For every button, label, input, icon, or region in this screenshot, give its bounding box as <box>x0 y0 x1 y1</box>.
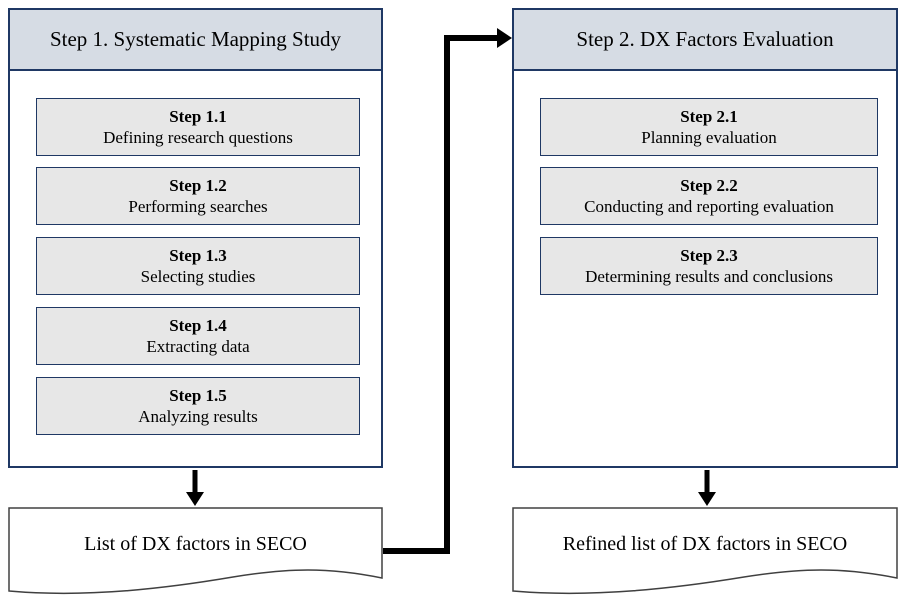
arrow-step2-to-output <box>698 470 716 506</box>
step-1-1-box: Step 1.1 Defining research questions <box>36 98 360 156</box>
output-document-dx-factors: List of DX factors in SECO <box>8 507 383 603</box>
output-document-dx-factors-label: List of DX factors in SECO <box>84 532 307 555</box>
step1-panel: Step 1. Systematic Mapping Study Step 1.… <box>8 8 383 468</box>
document-shape-icon <box>512 507 898 595</box>
step-1-1-desc: Defining research questions <box>103 128 293 147</box>
step-2-1-desc: Planning evaluation <box>641 128 777 147</box>
step-1-5-desc: Analyzing results <box>138 407 258 426</box>
step-2-3-desc: Determining results and conclusions <box>585 267 833 286</box>
step-1-4-title: Step 1.4 <box>169 316 227 335</box>
step-2-2-desc: Conducting and reporting evaluation <box>584 197 834 216</box>
output-document-refined-list: Refined list of DX factors in SECO <box>512 507 898 603</box>
output-document-refined-list-label: Refined list of DX factors in SECO <box>562 532 848 555</box>
step-1-3-box: Step 1.3 Selecting studies <box>36 237 360 295</box>
step1-panel-title: Step 1. Systematic Mapping Study <box>10 10 381 71</box>
step-2-2-title: Step 2.2 <box>680 176 738 195</box>
step-1-4-box: Step 1.4 Extracting data <box>36 307 360 365</box>
document-shape-icon <box>8 507 383 595</box>
arrow-output-to-step2 <box>383 28 512 554</box>
step-2-3-box: Step 2.3 Determining results and conclus… <box>540 237 878 295</box>
step-2-3-title: Step 2.3 <box>680 246 738 265</box>
step-1-2-box: Step 1.2 Performing searches <box>36 167 360 225</box>
step-2-1-title: Step 2.1 <box>680 107 738 126</box>
step-1-4-desc: Extracting data <box>146 337 250 356</box>
step-2-1-box: Step 2.1 Planning evaluation <box>540 98 878 156</box>
step2-panel-title: Step 2. DX Factors Evaluation <box>514 10 896 71</box>
step-2-2-box: Step 2.2 Conducting and reporting evalua… <box>540 167 878 225</box>
step-1-1-title: Step 1.1 <box>169 107 227 126</box>
arrow-step1-to-output <box>186 470 204 506</box>
step-1-3-desc: Selecting studies <box>140 267 256 286</box>
step-1-2-title: Step 1.2 <box>169 176 227 195</box>
step-1-5-title: Step 1.5 <box>169 386 227 405</box>
step-1-3-title: Step 1.3 <box>169 246 227 265</box>
step-1-2-desc: Performing searches <box>128 197 268 216</box>
step2-panel: Step 2. DX Factors Evaluation Step 2.1 P… <box>512 8 898 468</box>
step-1-5-box: Step 1.5 Analyzing results <box>36 377 360 435</box>
